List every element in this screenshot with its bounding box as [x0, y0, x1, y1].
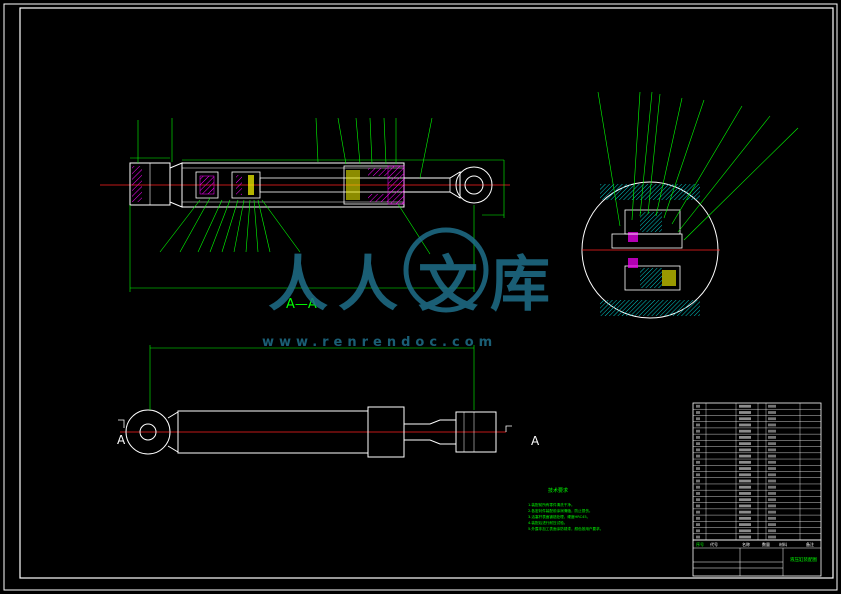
inner-border: [19, 7, 834, 579]
watermark-char-1: 人: [268, 250, 328, 320]
watermark: 人 人 文 库 www.renrendoc.com: [262, 227, 550, 350]
notes-title: 技术要求: [548, 487, 568, 494]
note-line-5: 5.外露非加工表面涂防锈漆，颜色按用户要求。: [528, 526, 603, 531]
watermark-char-2: 人: [338, 250, 398, 320]
header-seq: 序号: [696, 541, 704, 547]
section-label: A—A: [286, 297, 317, 312]
drawing-title: 液压缸装配图: [790, 556, 817, 563]
watermark-logo-ring: [403, 227, 489, 313]
header-qty: 数量: [762, 541, 770, 547]
note-line-4: 4.装配后进行耐压试验。: [528, 520, 567, 525]
header-remark: 备注: [806, 541, 814, 547]
view-marker-right: A: [531, 434, 540, 448]
watermark-url: www.renrendoc.com: [262, 335, 497, 350]
watermark-char-4: 库: [490, 250, 550, 320]
header-material: 材料: [779, 541, 787, 547]
technical-notes: 技术要求 1.装配前所有零件清洗干净。 2.各密封件装配前涂润滑脂，防止损伤。 …: [528, 487, 603, 531]
watermark-char-3: 文: [418, 250, 478, 320]
elevation-view: [118, 345, 512, 458]
parts-list-table: [692, 402, 822, 541]
title-block: 序号 代号 名称 数量 材料 备注 液压缸装配图: [692, 539, 822, 577]
view-marker-left: A: [117, 433, 126, 447]
header-name: 名称: [742, 541, 750, 547]
note-line-2: 2.各密封件装配前涂润滑脂，防止损伤。: [528, 508, 593, 513]
outer-border: [3, 3, 838, 591]
note-line-3: 3.活塞杆表面镀铬处理，硬度HRC45。: [528, 514, 590, 519]
section-view-aa: [100, 117, 510, 292]
header-code: 代号: [710, 541, 718, 547]
note-line-1: 1.装配前所有零件清洗干净。: [528, 502, 575, 507]
detail-view: [581, 91, 799, 319]
